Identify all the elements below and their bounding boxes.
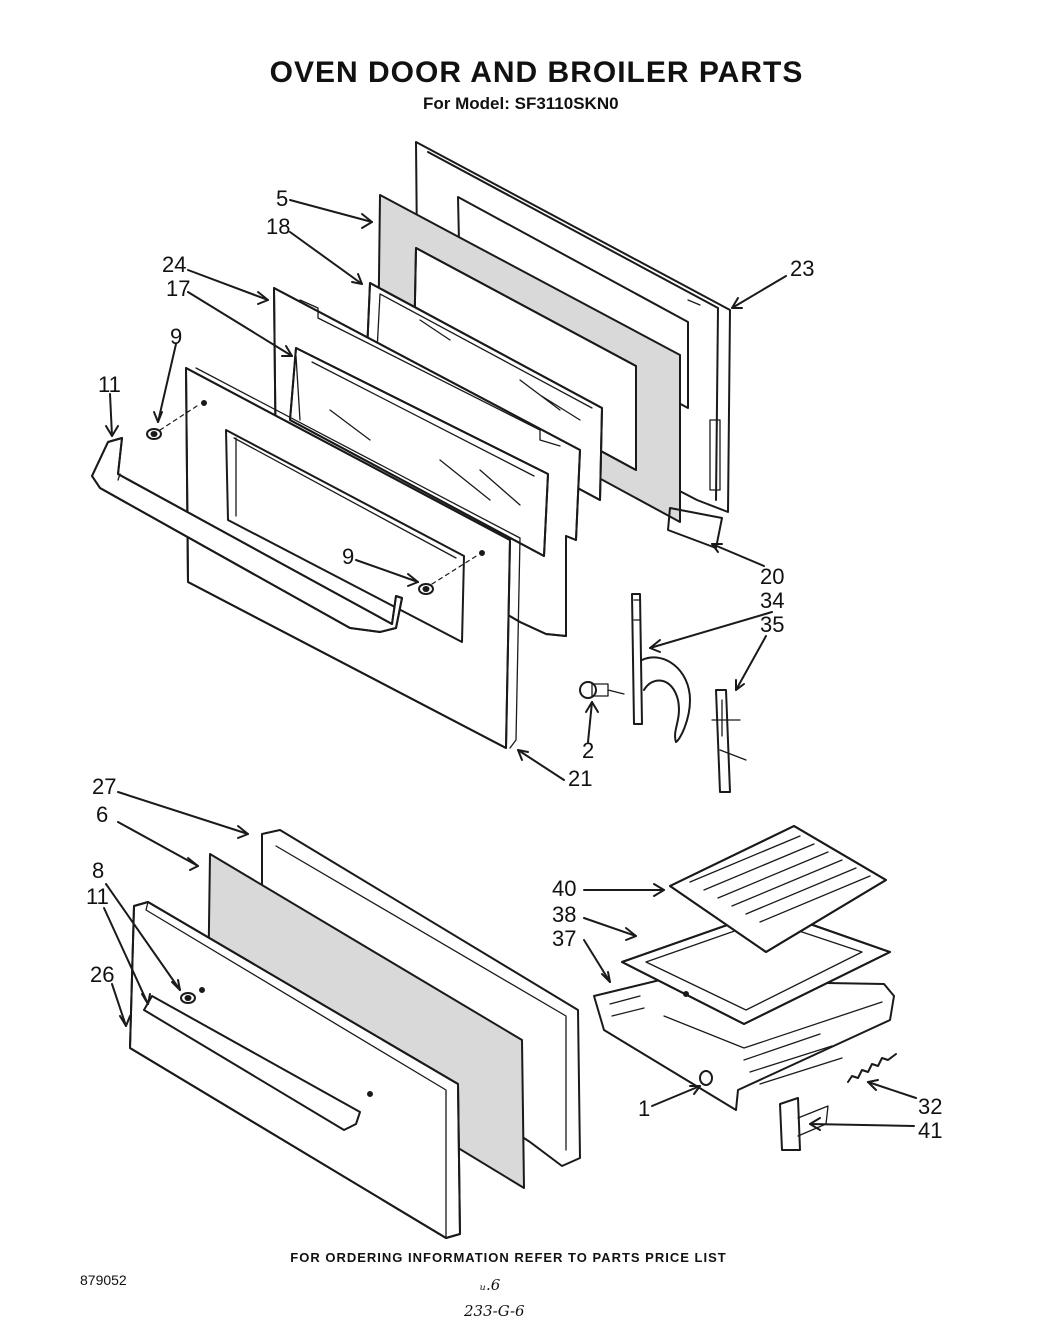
callout-32: 32 — [918, 1094, 943, 1119]
callout-24: 24 — [162, 252, 187, 277]
part-34-hinge — [631, 593, 691, 743]
callout-2: 2 — [582, 738, 595, 763]
callout-11-top: 11 — [98, 372, 121, 397]
part-21-outer-door — [185, 367, 521, 749]
callout-9-lower: 9 — [342, 544, 355, 569]
part-26-drawer-front — [129, 901, 461, 1239]
callout-17: 17 — [166, 276, 191, 301]
part-17-outer-glass — [289, 347, 549, 557]
callout-40: 40 — [552, 876, 577, 901]
callout-34: 34 — [760, 588, 785, 613]
callout-6: 6 — [96, 802, 109, 827]
part-38-broiler-pan — [621, 909, 891, 1025]
part-35-hinge-receiver — [711, 689, 747, 793]
model-subtitle: For Model: SF3110SKN0 — [423, 94, 619, 113]
callout-leader-lines — [103, 199, 917, 1131]
callout-1: 1 — [638, 1096, 651, 1121]
callout-20: 20 — [760, 564, 785, 589]
part-32-spring — [847, 1053, 897, 1083]
callout-27: 27 — [92, 774, 117, 799]
callout-38: 38 — [552, 902, 577, 927]
callout-9-top: 9 — [170, 324, 183, 349]
part-11-door-handle — [91, 437, 403, 633]
document-number: 879052 — [80, 1272, 127, 1288]
part-8-drawer-spacer — [180, 987, 205, 1004]
callout-11-lower: 11 — [86, 884, 109, 909]
part-40-broiler-grid — [669, 825, 887, 953]
callout-18: 18 — [266, 214, 291, 239]
callout-8: 8 — [92, 858, 105, 883]
callout-5: 5 — [276, 186, 289, 211]
part-41-bracket — [779, 1097, 829, 1151]
callout-37: 37 — [552, 926, 577, 951]
handwritten-page-mark: ᵤ.6 — [480, 1276, 501, 1294]
callout-26: 26 — [90, 962, 115, 987]
callout-21: 21 — [568, 766, 593, 791]
callout-35: 35 — [760, 612, 785, 637]
part-1-roller — [699, 1070, 713, 1086]
callout-23: 23 — [790, 256, 815, 281]
handwritten-reference: 233-G-6 — [464, 1302, 525, 1320]
page-title: OVEN DOOR AND BROILER PARTS — [269, 56, 804, 89]
ordering-note: FOR ORDERING INFORMATION REFER TO PARTS … — [290, 1250, 727, 1265]
part-2-screw — [579, 681, 625, 699]
callout-41: 41 — [918, 1118, 943, 1143]
part-9-spacers — [146, 403, 479, 595]
